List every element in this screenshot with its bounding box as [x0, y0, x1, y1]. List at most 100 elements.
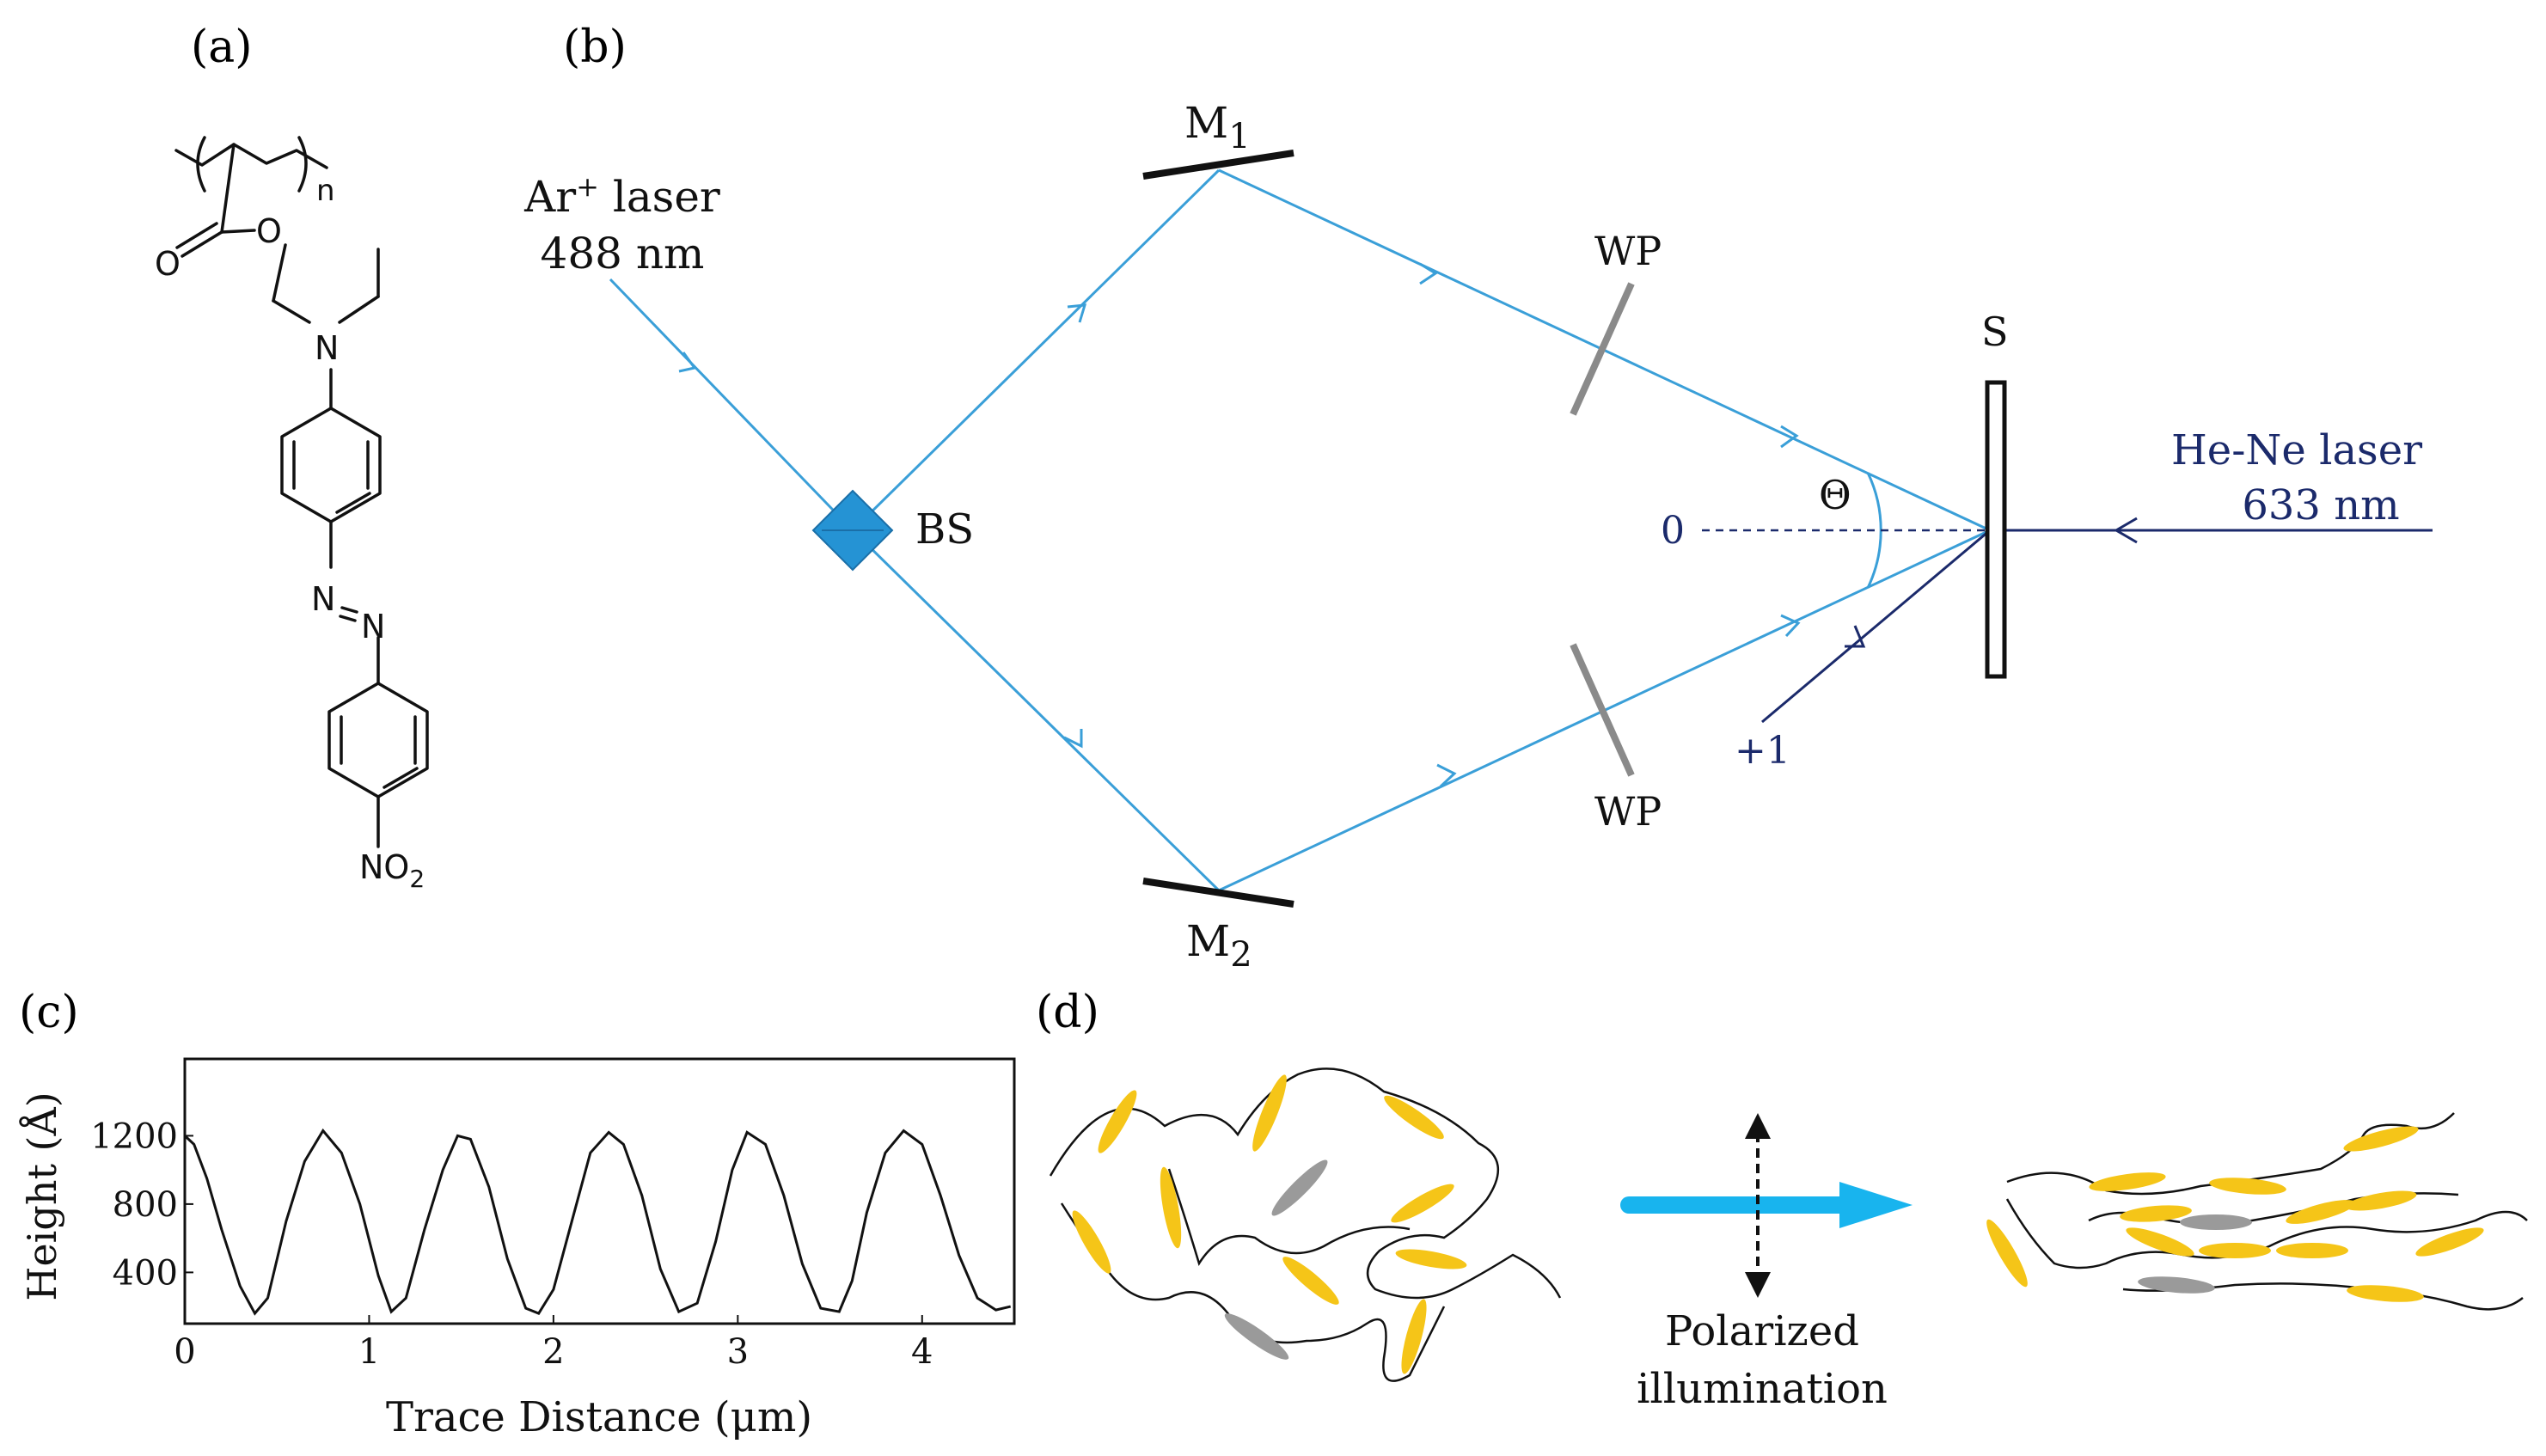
first-order-beam [1761, 529, 1991, 724]
disordered-polymer [1049, 1068, 1562, 1382]
polarized-caption-line1: Polarized [1665, 1307, 1859, 1355]
m1-label: M1 [1184, 98, 1251, 156]
chromophore-yellow [1072, 1210, 1111, 1274]
beam-splitter [811, 489, 894, 572]
y-axis-label: Height (Å) [18, 1092, 65, 1300]
polymer-chain [2005, 1198, 2528, 1269]
polymer-bracket-right [297, 136, 308, 193]
ar-laser-label: Ar+ laser [523, 170, 720, 222]
chromophore-yellow [1282, 1257, 1339, 1305]
illumination-arrow-head [1839, 1182, 1913, 1228]
chromophore-yellow [2345, 1190, 2417, 1211]
plot-frame [183, 1057, 1016, 1325]
chromophore-yellow [1098, 1090, 1137, 1153]
chromophore-yellow [2120, 1205, 2192, 1222]
x-tick-label: 3 [727, 1332, 749, 1372]
benzene-ring-1 [280, 407, 382, 523]
first-order-label: +1 [1735, 729, 1790, 773]
x-tick-label: 1 [358, 1332, 380, 1372]
chromophore-yellow [2209, 1178, 2286, 1195]
chromophore-yellow [2347, 1285, 2424, 1302]
polymer-chain [1049, 1068, 1562, 1300]
chromophore-yellow [1160, 1166, 1182, 1249]
chromophore-yellow [2415, 1227, 2484, 1257]
aligned-polymer [1986, 1112, 2528, 1311]
panel-label-c: (c) [19, 987, 79, 1038]
polarized-caption-line2: illumination [1637, 1365, 1888, 1413]
mirror-m2 [1142, 878, 1294, 908]
hene-probe [1761, 517, 2433, 724]
beam-arrow [1063, 729, 1083, 749]
amine-nitrogen: N [315, 329, 339, 367]
panel-label-a: (a) [191, 21, 253, 73]
beam-arrow [678, 352, 697, 373]
y-tick-label: 400 [113, 1253, 178, 1293]
x-tick-label: 2 [542, 1332, 564, 1372]
x-axis-label: Trace Distance (μm) [386, 1393, 812, 1441]
m2-label: M2 [1186, 916, 1252, 975]
wp-bottom-label: WP [1594, 788, 1662, 835]
chromophore-grey [1271, 1159, 1328, 1216]
sample-film [1985, 380, 2007, 679]
chromophore-yellow [1986, 1219, 2028, 1288]
chromophore-yellow [2286, 1200, 2356, 1224]
wp-top-label: WP [1594, 228, 1662, 274]
nitro-group: NO2 [359, 848, 425, 893]
panel-label-b: (b) [563, 21, 627, 73]
benzene-ring-2 [327, 682, 429, 798]
chromophore-yellow [1384, 1095, 1444, 1140]
polarization-arrow-up [1745, 1113, 1771, 1139]
polarized-illumination-arrow [1620, 1113, 1913, 1298]
chromophore-grey [2180, 1214, 2252, 1230]
chromophore-yellow [2343, 1126, 2419, 1152]
y-tick-label: 1200 [90, 1116, 178, 1156]
polarization-arrow-down [1745, 1272, 1771, 1298]
waveplate-top [1570, 282, 1635, 416]
chromophore-yellow [2199, 1243, 2271, 1258]
hene-beam-arrow [2114, 517, 2138, 544]
chromophore-yellow [1391, 1184, 1454, 1223]
polymer-chain [1060, 1202, 1446, 1382]
x-tick-label: 0 [174, 1332, 195, 1372]
waveplate-bottom [1570, 643, 1635, 777]
chromophore-yellow [2276, 1243, 2348, 1258]
molecule-structure [174, 136, 429, 848]
chromophore-yellow [1401, 1299, 1427, 1374]
hene-wavelength-label: 633 nm [2242, 481, 2399, 529]
chromophore-yellow [1252, 1074, 1287, 1152]
panel-label-d: (d) [1036, 987, 1099, 1038]
sample-label: S [1981, 309, 2009, 355]
height-trace-line [183, 1128, 1012, 1316]
hene-laser-label: He-Ne laser [2171, 426, 2422, 474]
azo-nitrogen-2: N [361, 608, 385, 645]
bs-label: BS [915, 505, 974, 554]
beam-bs-to-m1 [851, 168, 1221, 532]
y-tick-label: 800 [113, 1185, 178, 1225]
chromophore-yellow [1395, 1249, 1467, 1269]
chromophore-yellow [2089, 1172, 2166, 1191]
chromophore-yellow [2126, 1227, 2194, 1257]
ar-laser-input-beam [609, 278, 854, 532]
ester-oxygen: O [256, 212, 282, 250]
theta-label: Θ [1819, 472, 1851, 518]
beam-arrow [1067, 303, 1087, 323]
beam-arrow [1780, 425, 1799, 449]
beam-arrow [1780, 614, 1801, 638]
polymer-repeat-n: n [316, 174, 335, 208]
carbonyl-oxygen: O [155, 245, 181, 283]
mirror-m1 [1142, 150, 1294, 180]
beam-arrow [1436, 763, 1457, 788]
ar-wavelength-label: 488 nm [541, 229, 705, 278]
chromophore-grey [2138, 1276, 2215, 1294]
x-tick-label: 4 [911, 1332, 933, 1372]
zero-order-label: 0 [1661, 509, 1685, 553]
beam-arrow [1419, 262, 1438, 285]
height-profile-chart: 0 1 2 3 4 400 800 1200 Trace Distance (μm) Hei… [18, 1057, 1016, 1441]
polymer-chain [1167, 1168, 1411, 1267]
chromophore-grey [1224, 1313, 1289, 1360]
azo-nitrogen-1: N [311, 580, 335, 618]
beam-bs-to-m2 [851, 529, 1221, 892]
first-order-arrow [1845, 625, 1866, 648]
polymer-backbone [174, 143, 328, 169]
